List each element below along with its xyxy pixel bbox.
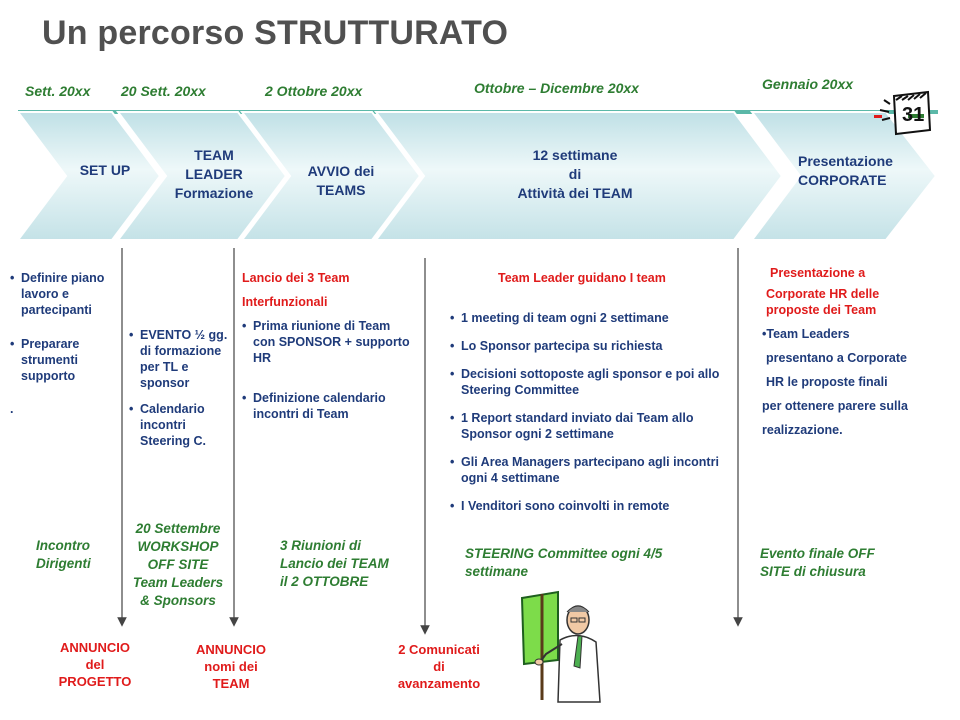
milestone-line: 20 Settembre <box>135 521 221 536</box>
milestone-line: 3 Riunioni di <box>280 538 361 553</box>
date-team-leader: 20 Sett. 20xx <box>121 83 206 99</box>
col5-line: presentano a Corporate <box>766 351 908 365</box>
col5-line: per ottenere parere sulla <box>762 399 908 413</box>
col5-heading-2: Corporate HR delle proposte dei Team <box>766 287 880 317</box>
phase-attivita: 12 settimane di Attività dei TEAM <box>480 146 670 203</box>
phase-presentazione-line2: CORPORATE <box>798 172 887 188</box>
milestone-line: Lancio dei TEAM <box>280 556 389 571</box>
col3-bullets: Prima riunione di Team con SPONSOR + sup… <box>242 318 412 422</box>
milestone-workshop: 20 Settembre WORKSHOP OFF SITE Team Lead… <box>124 520 232 610</box>
date-presentazione: Gennaio 20xx <box>762 76 854 92</box>
milestone-riunioni: 3 Riunioni di Lancio dei TEAM il 2 OTTOB… <box>280 537 389 591</box>
phase-presentazione-line1: Presentazione <box>798 153 893 169</box>
phase-attivita-line3: Attività dei TEAM <box>517 185 633 201</box>
date-attivita: Ottobre – Dicembre 20xx <box>474 80 639 96</box>
phase-avvio-line1: AVVIO dei <box>307 163 375 179</box>
col1-bullet: Definire piano lavoro e partecipanti <box>10 270 118 318</box>
col4-bullets: 1 meeting di team ogni 2 settimane Lo Sp… <box>450 310 730 514</box>
announcement-line: ANNUNCIO <box>195 642 267 657</box>
date-set-up: Sett. 20xx <box>25 83 91 99</box>
announcement-progetto: ANNUNCIO del PROGETTO <box>40 639 150 690</box>
phase-avvio-line2: TEAMS <box>316 182 366 198</box>
col4-bullet: I Venditori sono coinvolti in remote <box>450 498 730 514</box>
milestone-evento-finale: Evento finale OFF SITE di chiusura <box>760 545 875 581</box>
phase-team-leader: TEAM LEADER Formazione <box>158 146 270 203</box>
col1-bullets: Definire piano lavoro e partecipanti Pre… <box>10 270 118 384</box>
phase-set-up: SET UP <box>60 161 150 180</box>
col4-bullet: Decisioni sottoposte agli sponsor e poi … <box>450 366 730 398</box>
col5-heading: Presentazione a <box>770 266 866 280</box>
milestone-steering: STEERING Committee ogni 4/5 settimane <box>465 545 662 581</box>
col2-bullets: EVENTO ½ gg. di formazione per TL e spon… <box>129 327 229 449</box>
col5-line: •Team Leaders <box>762 327 850 341</box>
milestone-line: WORKSHOP <box>137 539 219 554</box>
col2-bullet: EVENTO ½ gg. di formazione per TL e spon… <box>129 327 229 391</box>
col4-bullet: Lo Sponsor partecipa su richiesta <box>450 338 730 354</box>
col4-bullet: 1 Report standard inviato dai Team allo … <box>450 410 730 442</box>
milestone-line: STEERING Committee ogni 4/5 <box>465 546 663 561</box>
milestone-line: Dirigenti <box>36 556 91 571</box>
announcement-line: avanzamento <box>397 676 481 691</box>
phase-presentazione: Presentazione CORPORATE <box>798 152 918 190</box>
col5-line: realizzazione. <box>762 423 843 437</box>
announcement-line: nomi dei <box>204 659 258 674</box>
announcement-comunicati: 2 Comunicati di avanzamento <box>384 641 494 692</box>
milestone-line: settimane <box>465 564 529 579</box>
milestone-line: Incontro <box>36 538 90 553</box>
calendar-number: 31 <box>902 104 924 126</box>
milestone-incontro: Incontro Dirigenti <box>36 537 91 573</box>
milestone-line: & Sponsors <box>140 593 216 608</box>
phase-team-leader-line1: TEAM <box>194 147 234 163</box>
col4-bullet: Gli Area Managers partecipano agli incon… <box>450 454 730 486</box>
col1-bullet: Preparare strumenti supporto <box>10 336 118 384</box>
phase-avvio: AVVIO dei TEAMS <box>288 162 394 200</box>
timeline-accent-bar <box>18 110 938 114</box>
presenter-icon <box>520 590 601 703</box>
col4-bullet: 1 meeting di team ogni 2 settimane <box>450 310 730 326</box>
phase-attivita-line1: 12 settimane <box>532 147 618 163</box>
col3-bullet: Prima riunione di Team con SPONSOR + sup… <box>242 318 412 366</box>
col4-heading: Team Leader guidano I team <box>498 271 666 285</box>
milestone-line: Team Leaders <box>132 575 224 590</box>
phase-team-leader-line2: LEADER <box>185 166 243 182</box>
milestone-line: il 2 OTTOBRE <box>280 574 369 589</box>
col3-subheading: Interfunzionali <box>242 295 328 309</box>
col3-bullet: Definizione calendario incontri di Team <box>242 390 412 422</box>
announcement-line: di <box>433 659 445 674</box>
announcement-line: ANNUNCIO <box>59 640 131 655</box>
announcement-line: PROGETTO <box>58 674 132 689</box>
phase-set-up-label: SET UP <box>79 162 131 178</box>
announcement-line: del <box>85 657 105 672</box>
milestone-line: OFF SITE <box>147 557 209 572</box>
col1-dot: . <box>10 402 14 416</box>
milestone-line: SITE di chiusura <box>760 564 866 579</box>
date-avvio: 2 Ottobre 20xx <box>265 83 363 99</box>
col5-line: HR le proposte finali <box>766 375 888 389</box>
col5-text: •Team Leaders presentano a Corporate HR … <box>762 322 952 442</box>
phase-team-leader-line3: Formazione <box>174 185 254 201</box>
announcement-line: 2 Comunicati <box>398 642 480 657</box>
announcement-line: TEAM <box>212 676 250 691</box>
calendar-icon: 31 <box>874 90 932 136</box>
page-title: Un percorso STRUTTURATO <box>42 14 509 52</box>
announcement-nomi-team: ANNUNCIO nomi dei TEAM <box>176 641 286 692</box>
col3-heading: Lancio dei 3 Team <box>242 271 350 285</box>
milestone-line: Evento finale OFF <box>760 546 875 561</box>
col2-bullet: Calendario incontri Steering C. <box>129 401 229 449</box>
phase-attivita-line2: di <box>568 166 582 182</box>
